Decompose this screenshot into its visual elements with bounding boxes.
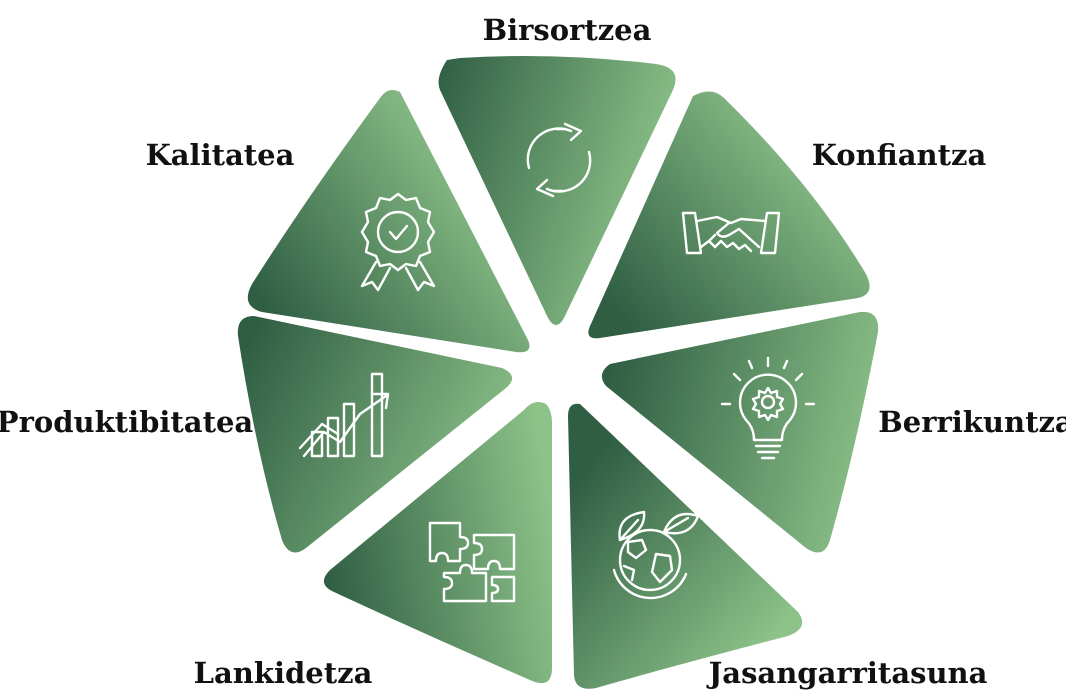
segment-jasangarritasuna bbox=[568, 403, 803, 689]
label-lankidetza: Lankidetza bbox=[194, 656, 373, 690]
segment-shape bbox=[323, 402, 552, 684]
label-berrikuntza: Berrikuntza bbox=[878, 405, 1066, 439]
label-produktibitatea: Produktibitatea bbox=[0, 405, 253, 439]
segment-berrikuntza bbox=[601, 311, 879, 553]
quality-badge-icon bbox=[360, 192, 436, 292]
handshake-icon bbox=[681, 211, 781, 255]
label-konfiantza: Konfiantza bbox=[812, 138, 987, 172]
label-birsortzea: Birsortzea bbox=[483, 13, 652, 47]
segment-produktibitatea bbox=[237, 316, 513, 553]
segment-birsortzea bbox=[438, 56, 676, 325]
segment-lankidetza bbox=[323, 402, 552, 684]
segment-kalitatea bbox=[247, 90, 530, 353]
segment-konfiantza bbox=[588, 91, 870, 339]
segment-shape bbox=[247, 90, 530, 353]
segment-shape bbox=[588, 91, 870, 339]
segment-shape bbox=[237, 316, 513, 553]
earth-leaves-icon bbox=[612, 510, 700, 600]
lightbulb-gear-icon bbox=[720, 356, 816, 460]
puzzle-pieces-icon bbox=[428, 521, 516, 603]
growth-chart-icon bbox=[298, 372, 390, 458]
recycle-arrows-icon bbox=[526, 122, 592, 198]
segment-shape bbox=[568, 403, 803, 689]
segment-shape bbox=[601, 311, 879, 553]
label-jasangarritasuna: Jasangarritasuna bbox=[706, 656, 988, 690]
label-kalitatea: Kalitatea bbox=[146, 138, 295, 172]
